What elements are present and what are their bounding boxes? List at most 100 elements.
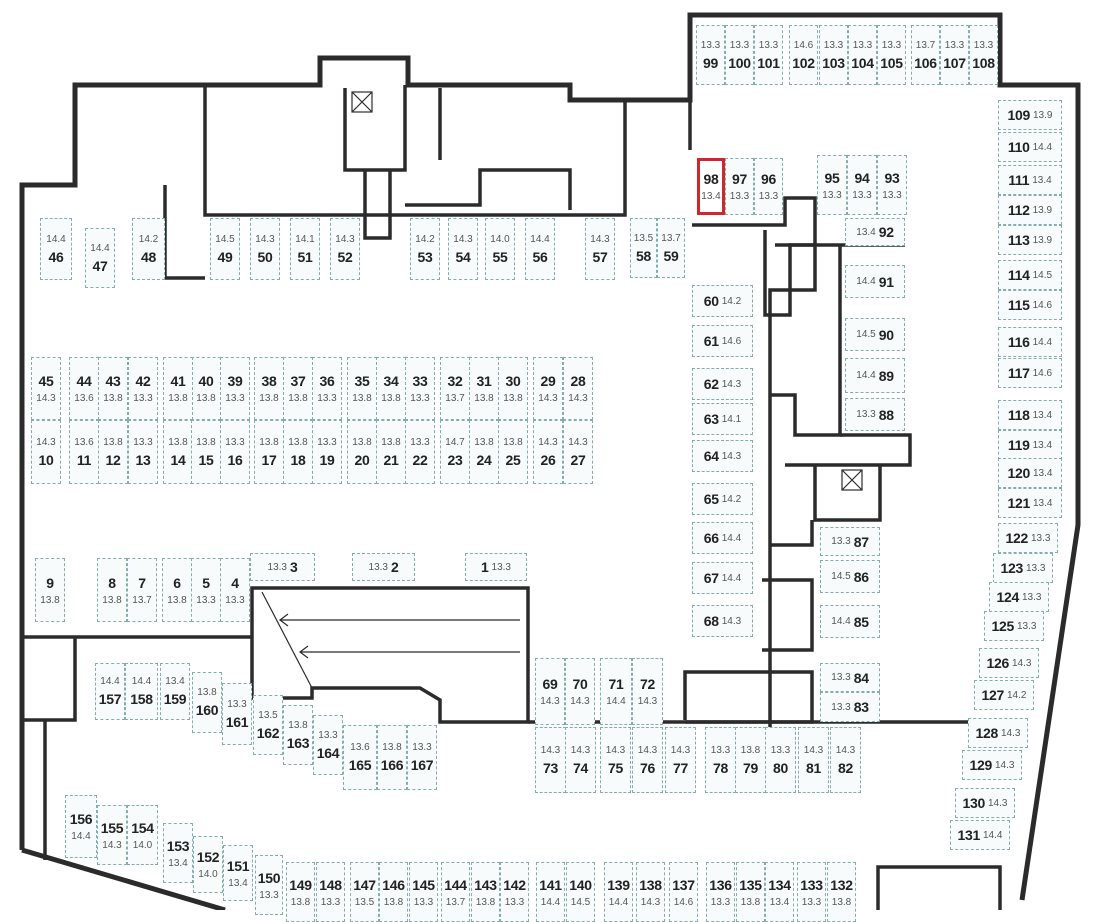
parking-spot-77[interactable]: 7714.3 <box>665 727 696 793</box>
parking-spot-145[interactable]: 14513.3 <box>409 862 438 922</box>
parking-spot-155[interactable]: 15514.3 <box>97 805 127 865</box>
parking-spot-50[interactable]: 5014.3 <box>250 218 280 280</box>
parking-spot-76[interactable]: 7614.3 <box>632 727 663 793</box>
parking-spot-101[interactable]: 10113.3 <box>754 25 783 85</box>
parking-spot-111[interactable]: 11113.4 <box>998 165 1062 195</box>
parking-spot-93[interactable]: 9313.3 <box>877 155 907 215</box>
parking-spot-1[interactable]: 113.3 <box>465 553 527 581</box>
parking-spot-140[interactable]: 14014.5 <box>566 862 595 922</box>
parking-spot-83[interactable]: 8313.3 <box>820 692 880 722</box>
parking-spot-131[interactable]: 13114.4 <box>950 820 1010 850</box>
parking-spot-164[interactable]: 16413.3 <box>313 715 343 775</box>
parking-spot-8[interactable]: 813.8 <box>97 558 127 622</box>
parking-spot-24[interactable]: 2413.8 <box>469 420 499 484</box>
parking-spot-162[interactable]: 16213.5 <box>253 695 283 755</box>
parking-spot-16[interactable]: 1613.3 <box>220 420 250 484</box>
parking-spot-61[interactable]: 6114.6 <box>692 325 753 357</box>
parking-spot-23[interactable]: 2314.7 <box>440 420 470 484</box>
parking-spot-9[interactable]: 913.8 <box>35 558 65 622</box>
parking-spot-20[interactable]: 2013.8 <box>347 420 377 484</box>
parking-spot-67[interactable]: 6714.4 <box>692 562 753 594</box>
parking-spot-43[interactable]: 4313.8 <box>98 357 128 420</box>
parking-spot-147[interactable]: 14713.5 <box>350 862 379 922</box>
parking-spot-17[interactable]: 1713.8 <box>254 420 284 484</box>
parking-spot-115[interactable]: 11514.6 <box>998 290 1062 320</box>
parking-spot-79[interactable]: 7913.8 <box>735 727 766 793</box>
parking-spot-62[interactable]: 6214.3 <box>692 368 753 400</box>
parking-spot-148[interactable]: 14813.3 <box>316 862 345 922</box>
parking-spot-35[interactable]: 3513.8 <box>347 357 377 420</box>
parking-spot-2[interactable]: 213.3 <box>352 553 415 581</box>
parking-spot-143[interactable]: 14313.8 <box>471 862 500 922</box>
parking-spot-65[interactable]: 6514.2 <box>692 483 753 515</box>
parking-spot-121[interactable]: 12113.4 <box>998 488 1062 518</box>
parking-spot-113[interactable]: 11313.9 <box>998 225 1062 255</box>
parking-spot-135[interactable]: 13513.8 <box>736 862 765 922</box>
parking-spot-144[interactable]: 14413.7 <box>441 862 470 922</box>
parking-spot-74[interactable]: 7414.3 <box>565 727 596 793</box>
parking-spot-95[interactable]: 9513.3 <box>817 155 847 215</box>
parking-spot-39[interactable]: 3913.3 <box>220 357 250 420</box>
parking-spot-139[interactable]: 13914.4 <box>604 862 633 922</box>
parking-spot-55[interactable]: 5514.0 <box>485 218 515 280</box>
parking-spot-134[interactable]: 13413.4 <box>765 862 794 922</box>
parking-spot-73[interactable]: 7314.3 <box>535 727 566 793</box>
parking-spot-10[interactable]: 1014.3 <box>31 420 61 484</box>
parking-spot-152[interactable]: 15214.0 <box>193 836 223 893</box>
parking-spot-157[interactable]: 15714.4 <box>95 663 125 720</box>
parking-spot-6[interactable]: 613.8 <box>162 558 192 622</box>
parking-spot-158[interactable]: 15814.4 <box>125 663 158 720</box>
parking-spot-130[interactable]: 13014.3 <box>955 788 1015 818</box>
parking-spot-18[interactable]: 1813.8 <box>283 420 313 484</box>
parking-spot-40[interactable]: 4013.8 <box>191 357 221 420</box>
parking-spot-4[interactable]: 413.3 <box>220 558 250 622</box>
parking-spot-89[interactable]: 8914.4 <box>845 358 905 393</box>
parking-spot-98[interactable]: 9813.4 <box>697 158 725 215</box>
parking-spot-70[interactable]: 7014.3 <box>565 658 595 725</box>
parking-spot-166[interactable]: 16613.8 <box>377 725 407 790</box>
parking-spot-7[interactable]: 713.7 <box>127 558 157 622</box>
parking-spot-29[interactable]: 2914.3 <box>533 357 563 420</box>
parking-spot-56[interactable]: 5614.4 <box>525 218 555 280</box>
parking-spot-72[interactable]: 7214.3 <box>632 658 663 725</box>
parking-spot-52[interactable]: 5214.3 <box>330 218 360 280</box>
parking-spot-146[interactable]: 14613.8 <box>379 862 408 922</box>
parking-spot-86[interactable]: 8614.5 <box>820 560 880 593</box>
parking-spot-125[interactable]: 12513.3 <box>984 611 1044 641</box>
parking-spot-27[interactable]: 2714.3 <box>563 420 593 484</box>
parking-spot-142[interactable]: 14213.3 <box>500 862 529 922</box>
parking-spot-136[interactable]: 13613.3 <box>706 862 735 922</box>
parking-spot-112[interactable]: 11213.9 <box>998 195 1062 225</box>
parking-spot-82[interactable]: 8214.3 <box>830 727 861 793</box>
parking-spot-128[interactable]: 12814.3 <box>968 718 1028 748</box>
parking-spot-13[interactable]: 1313.3 <box>128 420 158 484</box>
parking-spot-54[interactable]: 5414.3 <box>448 218 478 280</box>
parking-spot-25[interactable]: 2513.8 <box>498 420 528 484</box>
parking-spot-107[interactable]: 10713.3 <box>940 25 969 85</box>
parking-spot-133[interactable]: 13313.3 <box>797 862 826 922</box>
parking-spot-71[interactable]: 7114.4 <box>600 658 632 725</box>
parking-spot-163[interactable]: 16313.8 <box>283 705 313 765</box>
parking-spot-114[interactable]: 11414.5 <box>998 260 1062 290</box>
parking-spot-78[interactable]: 7813.3 <box>705 727 736 793</box>
parking-spot-26[interactable]: 2614.3 <box>533 420 563 484</box>
parking-spot-137[interactable]: 13714.6 <box>669 862 698 922</box>
parking-spot-132[interactable]: 13213.8 <box>827 862 856 922</box>
parking-spot-102[interactable]: 10214.6 <box>789 25 818 85</box>
parking-spot-75[interactable]: 7514.3 <box>600 727 631 793</box>
parking-spot-59[interactable]: 5913.7 <box>657 218 685 278</box>
parking-spot-46[interactable]: 4614.4 <box>40 218 72 280</box>
parking-spot-141[interactable]: 14114.4 <box>536 862 565 922</box>
parking-spot-92[interactable]: 9213.4 <box>845 218 905 246</box>
parking-spot-151[interactable]: 15113.4 <box>223 845 253 901</box>
parking-spot-154[interactable]: 15414.0 <box>127 805 158 865</box>
parking-spot-33[interactable]: 3313.3 <box>405 357 435 420</box>
parking-spot-12[interactable]: 1213.8 <box>98 420 128 484</box>
parking-spot-104[interactable]: 10413.3 <box>848 25 877 85</box>
parking-spot-97[interactable]: 9713.3 <box>725 158 754 215</box>
parking-spot-84[interactable]: 8413.3 <box>820 663 880 692</box>
parking-spot-28[interactable]: 2814.3 <box>563 357 593 420</box>
parking-spot-120[interactable]: 12013.4 <box>998 458 1062 488</box>
parking-spot-44[interactable]: 4413.6 <box>69 357 99 420</box>
parking-spot-15[interactable]: 1513.8 <box>191 420 221 484</box>
